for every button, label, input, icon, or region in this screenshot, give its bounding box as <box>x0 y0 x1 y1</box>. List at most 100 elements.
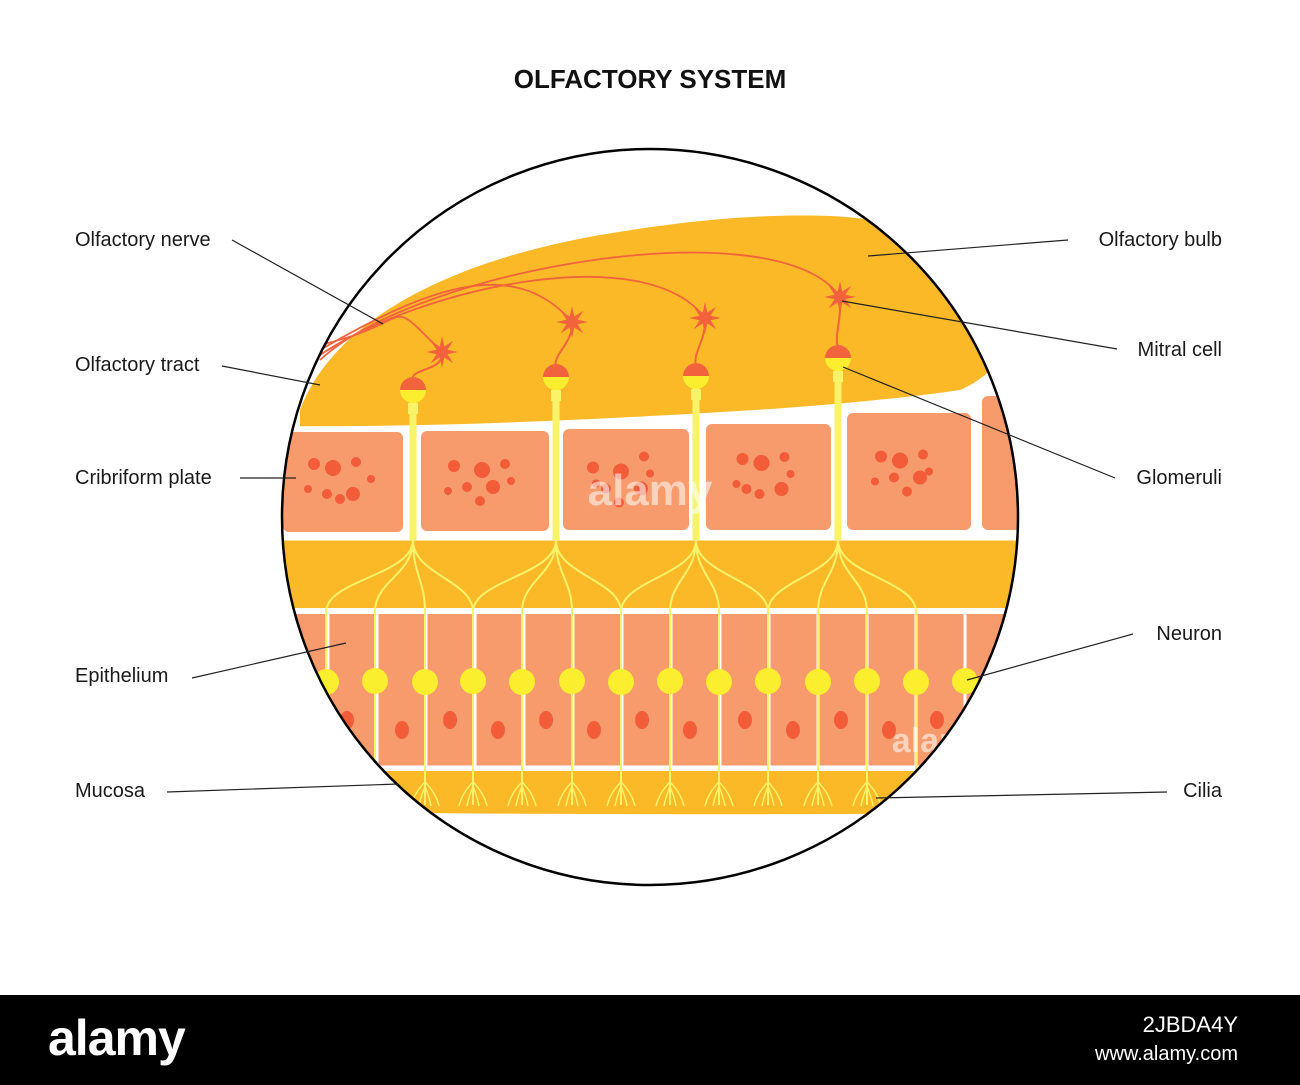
plate-dot <box>639 451 649 462</box>
leader-mucosa <box>166 783 399 793</box>
plate-dot <box>444 487 452 495</box>
label-cilia: Cilia <box>1183 780 1223 802</box>
mitral-axon <box>319 251 841 361</box>
epithelium-nucleus <box>443 711 457 729</box>
epithelium-nucleus <box>738 711 752 729</box>
plate-dot <box>507 477 515 485</box>
sensory-fiber <box>374 539 414 770</box>
mitral-cell <box>689 302 721 334</box>
glomerulus-cap <box>825 345 851 358</box>
olfactory-diagram: OLFACTORY SYSTEM alamy alamy Olfactory n… <box>75 64 1223 887</box>
glomerulus-cap <box>683 363 709 376</box>
sensory-fiber <box>695 539 769 770</box>
plate-cell <box>421 431 549 531</box>
leader-olfactory-bulb <box>867 239 1069 257</box>
mitral-axon <box>319 275 706 356</box>
watermark: alamy <box>588 466 713 515</box>
sensory-fiber <box>695 539 720 770</box>
epithelium-nucleus <box>683 721 697 739</box>
plate-dot <box>875 450 887 463</box>
plate-dot <box>592 479 600 488</box>
mitral-axon <box>319 283 573 351</box>
plate-dot <box>601 483 611 494</box>
label-glomeruli: Glomeruli <box>1136 467 1222 489</box>
neuron-body <box>805 669 831 695</box>
plate-dot <box>889 472 899 483</box>
plate-dot <box>346 487 360 501</box>
view-circle-outline <box>280 147 1020 887</box>
neuron-body <box>509 669 535 695</box>
epithelium-cells <box>282 614 1018 767</box>
epithelium-nucleus <box>978 721 992 739</box>
leader-cilia <box>875 791 1168 799</box>
cribriform-plate-cells <box>283 396 1018 532</box>
neuron-body <box>559 668 585 694</box>
plate-dot <box>754 489 765 499</box>
cilia-branches <box>507 781 537 807</box>
plate-dot <box>774 482 789 496</box>
sensory-fibers <box>325 368 917 770</box>
glomerulus-cap <box>543 364 569 377</box>
plate-dot <box>753 455 770 471</box>
epithelium-nucleus <box>395 721 409 739</box>
plate-dot <box>741 484 752 494</box>
sensory-fiber <box>767 539 839 770</box>
plate-dot <box>786 470 795 478</box>
plate-dot <box>351 457 361 467</box>
label-neuron: Neuron <box>1156 623 1222 645</box>
plate-dot <box>736 453 749 465</box>
label-olfactory-nerve: Olfactory nerve <box>75 229 211 251</box>
plate-dot <box>322 489 332 499</box>
plate-dot <box>892 452 908 469</box>
plate-dot <box>500 459 510 469</box>
mucosa-layer <box>282 771 1018 815</box>
sensory-fiber <box>669 539 697 770</box>
sensory-fiber <box>412 539 426 770</box>
neuron-body <box>854 668 880 694</box>
cilia-branches <box>606 781 636 807</box>
neuron-body <box>755 668 781 694</box>
plate-dot <box>587 461 599 474</box>
leader-olfactory-nerve <box>231 239 384 325</box>
neuron-body <box>706 669 732 695</box>
plate-cell <box>563 429 689 530</box>
plate-dot <box>913 470 927 485</box>
leader-epithelium <box>191 642 347 679</box>
olfactory-bulb-shape <box>300 215 1011 432</box>
label-olfactory-tract: Olfactory tract <box>75 354 200 376</box>
neuron-body <box>362 668 388 694</box>
diagram-area: OLFACTORY SYSTEM alamy alamy Olfactory n… <box>75 64 1223 887</box>
epithelium-nucleus <box>882 721 896 739</box>
plate-dot <box>325 460 341 476</box>
cilia-branches <box>557 781 587 807</box>
plate-dot <box>486 480 500 494</box>
plate-cell <box>982 396 1018 530</box>
plate-dot <box>925 467 933 476</box>
glomerulus-cap <box>400 377 426 390</box>
sensory-fiber <box>837 539 868 770</box>
cilia-branches <box>410 781 440 807</box>
plate-dot <box>304 485 312 493</box>
label-mucosa: Mucosa <box>75 780 146 802</box>
cilia-branches <box>655 781 685 807</box>
plate-dot <box>646 469 654 478</box>
sensory-fiber <box>521 539 557 770</box>
olfactory-neurons <box>313 668 978 695</box>
neuron-body <box>460 668 486 694</box>
neuron-body <box>657 668 683 694</box>
plate-dot <box>475 496 485 506</box>
plate-dot <box>902 486 912 497</box>
footer-url: www.alamy.com <box>1095 1043 1238 1065</box>
plate-dot <box>871 477 879 486</box>
epithelium-nucleus <box>587 721 601 739</box>
label-olfactory-bulb: Olfactory bulb <box>1099 229 1222 251</box>
plate-cell <box>706 424 831 530</box>
plate-dot <box>613 463 629 480</box>
plate-dot <box>634 481 648 496</box>
leader-neuron <box>966 633 1134 681</box>
label-epithelium: Epithelium <box>75 665 168 687</box>
plate-dot <box>335 494 345 504</box>
mitral-cells-group <box>426 281 856 368</box>
plate-dot <box>614 497 624 508</box>
sensory-fiber <box>837 539 917 770</box>
